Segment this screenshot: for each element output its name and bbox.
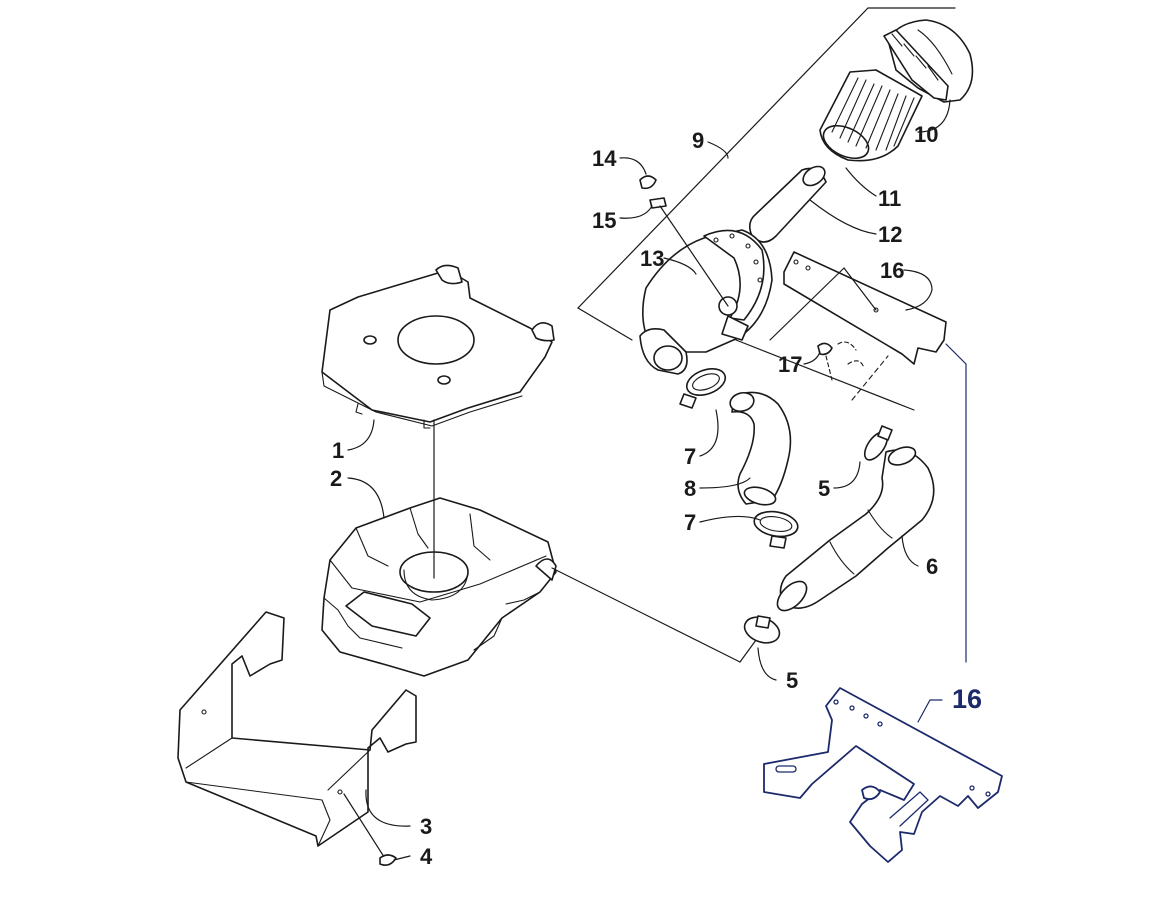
assembly-connector-lines xyxy=(433,419,757,663)
part-6-intake-hose xyxy=(776,446,935,612)
assembly-9-bracket xyxy=(577,7,956,341)
callout-11: 11 xyxy=(878,186,901,211)
part-11-filter-element xyxy=(819,69,923,162)
part-10-filter-cover xyxy=(883,19,974,103)
callout-10: 10 xyxy=(914,122,938,147)
callout-17: 17 xyxy=(778,352,802,377)
callout-16: 16 xyxy=(880,258,904,283)
part-8-elbow-hose xyxy=(729,391,792,506)
callout-leaders xyxy=(347,99,951,861)
callout-16-detail: 16 xyxy=(952,684,982,714)
callout-6: 6 xyxy=(926,554,938,579)
part-7-clamp-lower xyxy=(753,510,799,549)
callout-14: 14 xyxy=(592,146,617,171)
callout-5-upper: 5 xyxy=(818,476,830,501)
callout-12: 12 xyxy=(878,222,902,247)
callout-8: 8 xyxy=(684,476,696,501)
callout-labels: 1 2 3 4 5 5 6 7 8 7 9 10 11 12 13 14 15 … xyxy=(330,122,982,869)
callout-9: 9 xyxy=(692,128,704,153)
detail-view-part-16 xyxy=(763,343,1003,863)
callout-7-lower: 7 xyxy=(684,510,696,535)
part-12-intake-tube xyxy=(748,165,827,243)
callout-5-lower: 5 xyxy=(786,668,798,693)
callout-1: 1 xyxy=(332,438,344,463)
part-1-airbox-lid xyxy=(321,264,555,429)
callout-2: 2 xyxy=(330,466,342,491)
callout-13: 13 xyxy=(640,246,664,271)
part-5-clamp-upper xyxy=(863,425,893,461)
part-5-clamp-lower xyxy=(743,615,781,644)
part-15-clip xyxy=(649,197,729,307)
part-4-screw xyxy=(343,793,397,866)
part-16-bracket xyxy=(735,251,947,411)
callout-4: 4 xyxy=(420,844,433,869)
part-7-clamp-upper xyxy=(679,368,727,409)
part-14-fastener xyxy=(639,175,657,190)
callout-7-upper: 7 xyxy=(684,444,696,469)
part-17-fastener xyxy=(817,341,889,401)
callout-15: 15 xyxy=(592,208,616,233)
callout-3: 3 xyxy=(420,814,432,839)
part-2-airbox-base xyxy=(321,497,557,677)
